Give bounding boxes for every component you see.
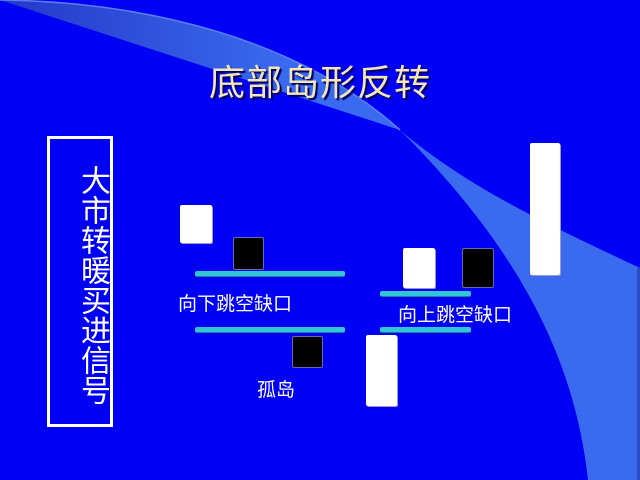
signal-box-text: 大市转暖买进信号	[75, 165, 110, 405]
signal-box: 大市转暖买进信号	[47, 136, 113, 427]
candle-bear-2	[462, 248, 494, 288]
gap-down-upper-line	[195, 271, 345, 276]
candle-bull-3	[403, 248, 435, 288]
gap-up-upper-line	[380, 291, 471, 296]
island-label: 孤岛	[257, 379, 296, 401]
candle-bull-1	[180, 205, 212, 243]
candle-bull-2	[366, 335, 397, 406]
gap-down-lower-line	[195, 327, 345, 332]
slide-title: 底部岛形反转	[208, 63, 431, 104]
gap-down-label: 向下跳空缺口	[178, 293, 293, 315]
candle-bear-island	[292, 336, 323, 368]
gap-up-label: 向上跳空缺口	[398, 304, 513, 326]
candle-bull-large	[530, 143, 560, 275]
gap-up-lower-line	[380, 327, 471, 332]
candle-bear-1	[233, 237, 264, 270]
